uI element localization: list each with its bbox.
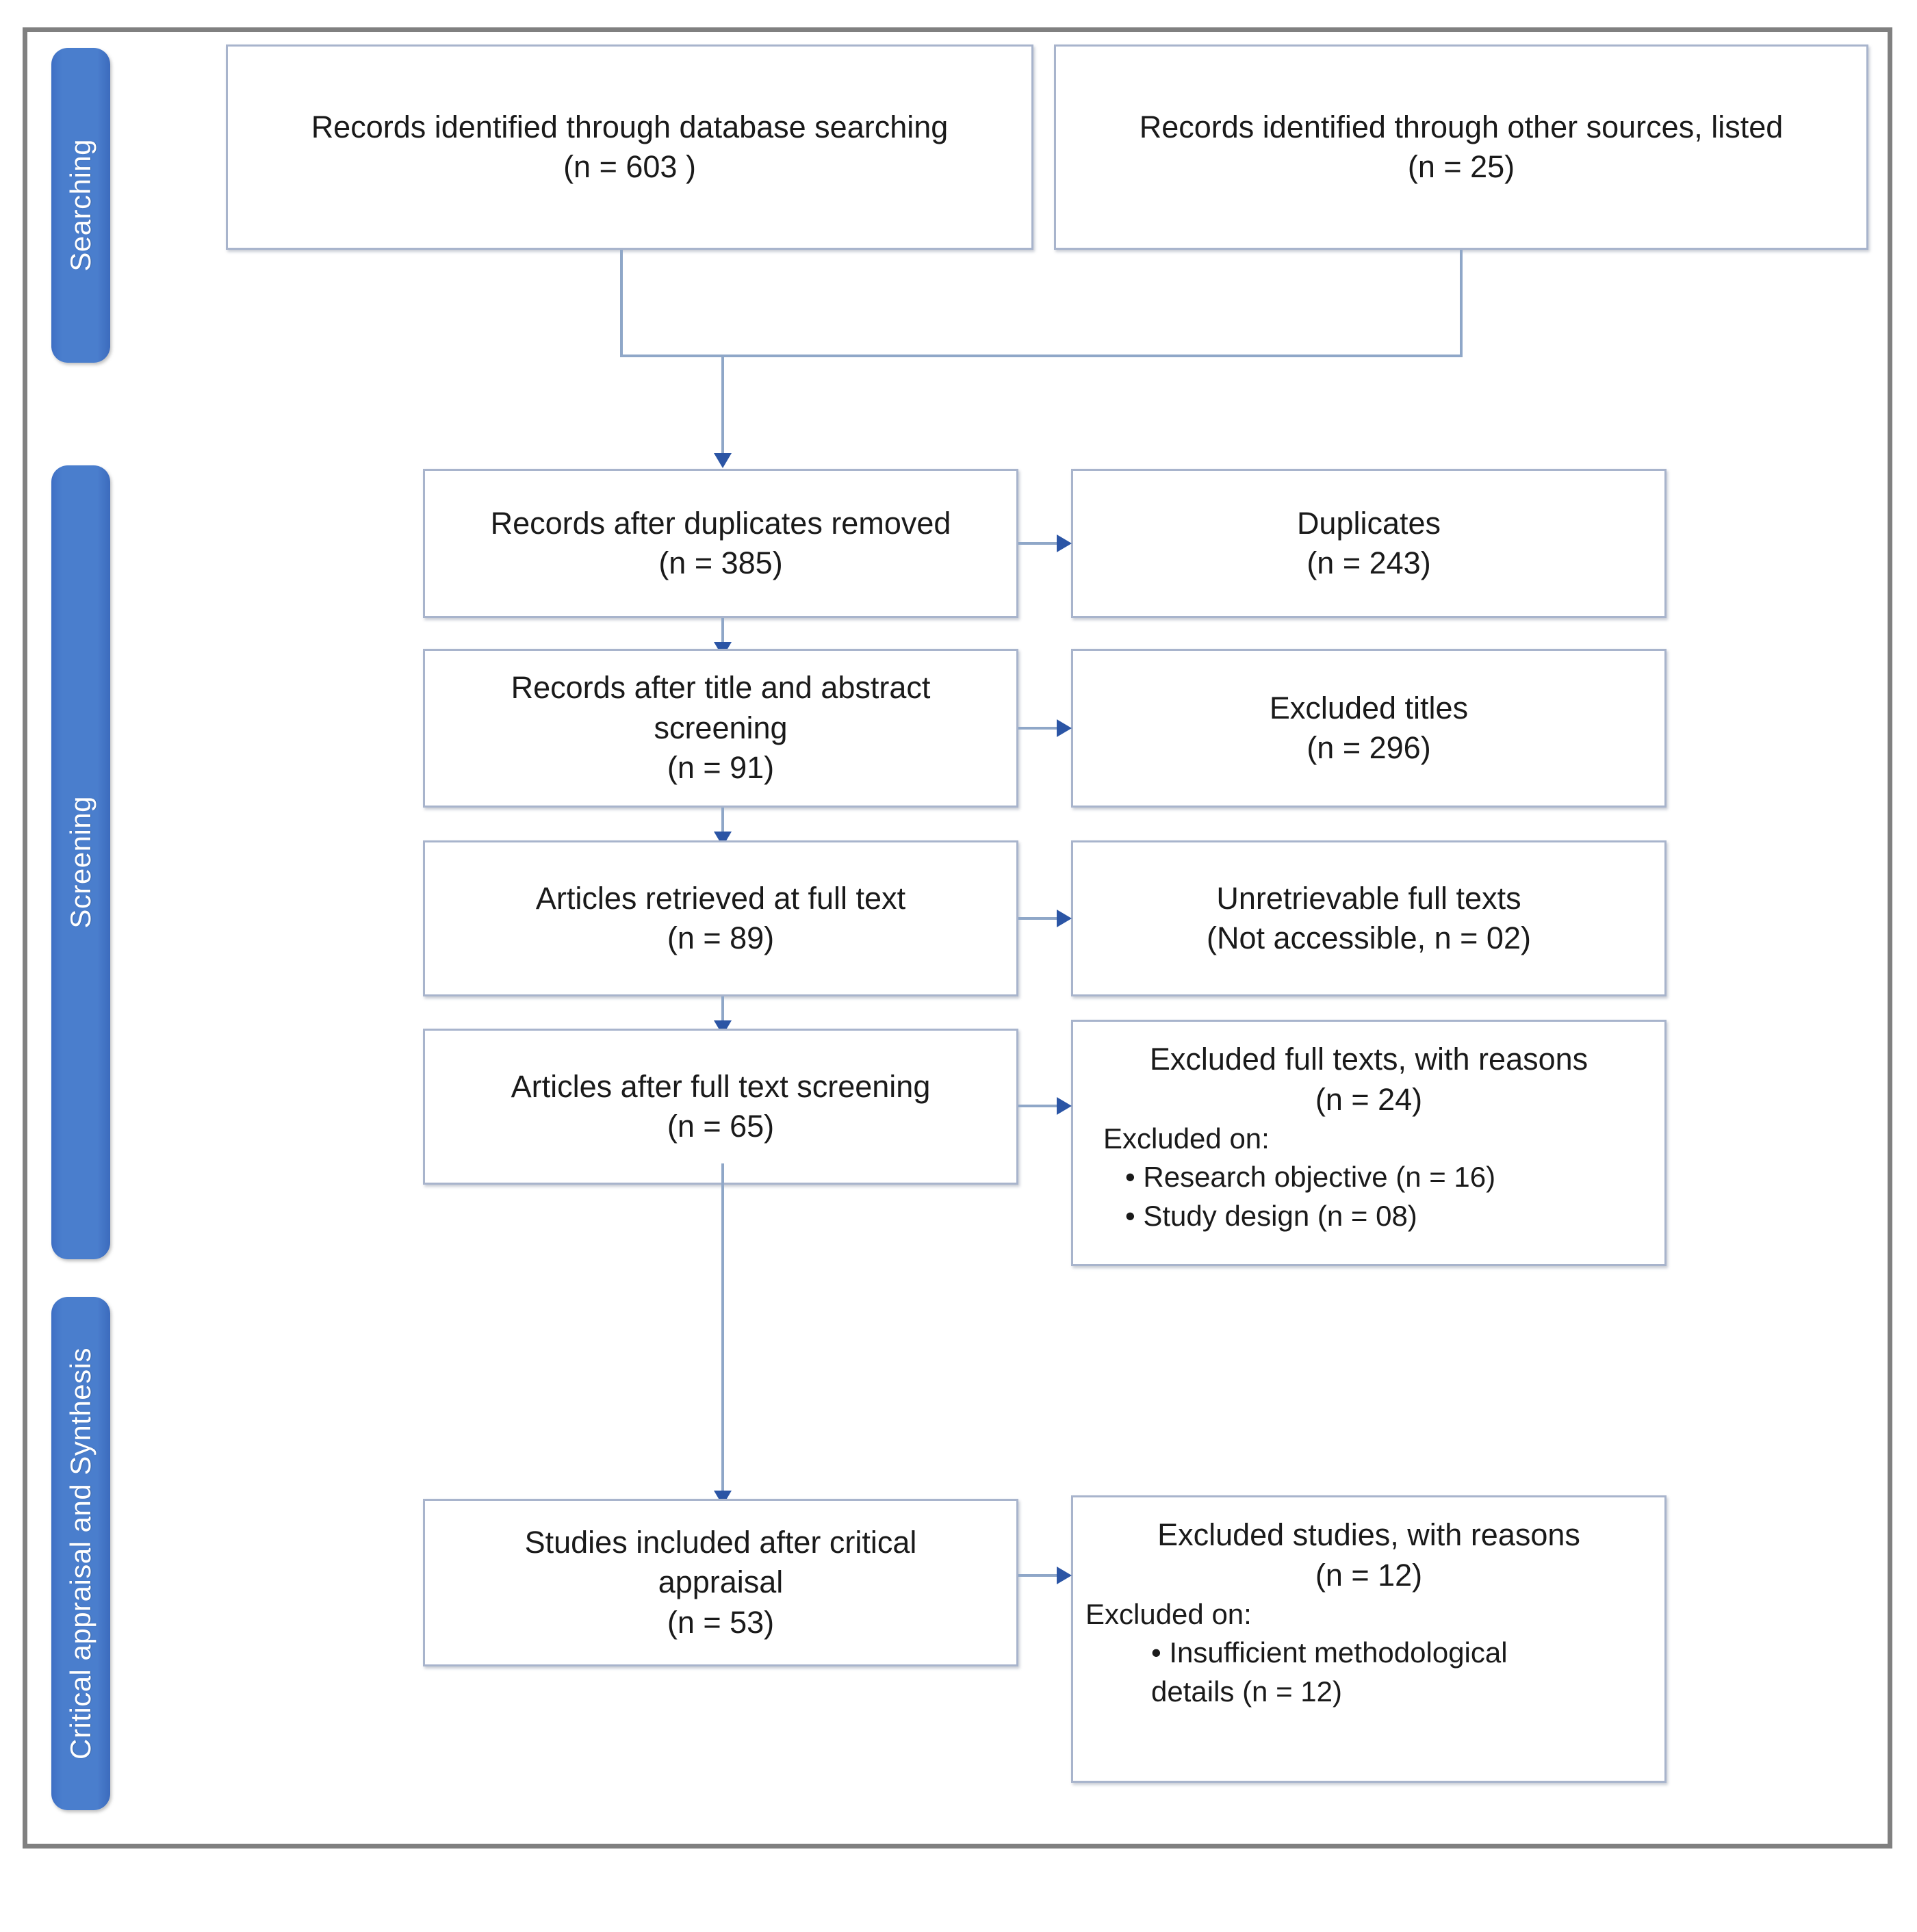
stage-bar-critical-appraisal: Critical appraisal and Synthesis [51,1297,110,1810]
stage-bar-screening: Screening [51,465,110,1259]
connector-to-excluded-full-texts [1018,1105,1065,1107]
box-articles-retrieved-full-text: Articles retrieved at full text (n = 89) [423,840,1018,996]
box-line-count: (n = 12) [1315,1557,1423,1593]
arrow-right-icon-to-excluded-titles [1057,719,1072,737]
box-line-title: Records after duplicates removed [490,505,951,541]
connector-db-down [620,250,623,356]
box-line-title: Duplicates [1296,505,1441,541]
connector-full-text-down [721,996,724,1025]
box-duplicates: Duplicates (n = 243) [1071,469,1667,618]
box-line-title: Records identified through other sources… [1139,109,1784,144]
arrow-right-icon-to-unretrievable [1057,910,1072,927]
connector-title-abstract-down [721,808,724,836]
box-line-reason-2: • Study design (n = 08) [1125,1199,1417,1232]
box-line-title: Excluded full texts, with reasons [1149,1042,1588,1077]
connector-to-included-studies [721,1163,724,1495]
arrow-right-icon-to-excluded-studies [1057,1567,1072,1584]
box-line-title: Excluded studies, with reasons [1157,1517,1580,1552]
arrow-right-icon-to-excluded-full-texts [1057,1097,1072,1115]
box-excluded-titles: Excluded titles (n = 296) [1071,649,1667,808]
box-line-title: Articles after full text screening [511,1068,931,1104]
box-line-excluded-on: Excluded on: [1085,1598,1252,1630]
connector-to-unretrievable [1018,917,1065,920]
box-records-identified-other: Records identified through other sources… [1054,44,1868,250]
arrow-right-icon-to-duplicates [1057,534,1072,552]
box-line-title-2: appraisal [658,1564,784,1600]
box-studies-included-after-critical-appraisal: Studies included after critical appraisa… [423,1499,1018,1666]
connector-to-duplicates [1018,542,1065,545]
box-line-title: Records identified through database sear… [311,109,949,144]
arrow-down-icon-to-duplicates-removed [714,453,732,468]
box-line-reason-1: • Research objective (n = 16) [1125,1161,1496,1194]
box-line-title: Articles retrieved at full text [535,880,906,916]
box-line-count: (n = 65) [667,1109,775,1144]
box-line-count: (n = 25) [1407,149,1515,184]
connector-other-down [1460,250,1463,356]
box-records-identified-database: Records identified through database sear… [226,44,1033,250]
stage-label-screening: Screening [64,796,97,929]
box-line-count: (Not accessible, n = 02) [1207,920,1531,955]
box-line-title: Excluded titles [1269,690,1469,725]
connector-to-excluded-titles [1018,727,1065,730]
stage-label-critical-appraisal: Critical appraisal and Synthesis [64,1348,97,1760]
connector-merge-down [721,355,724,457]
box-line-count: (n = 296) [1307,730,1431,765]
box-line-count: (n = 89) [667,920,775,955]
stage-bar-searching: Searching [51,48,110,363]
connector-duplicates-down [721,618,724,647]
box-line-count: (n = 603 ) [563,149,696,184]
box-line-title: Records after title and abstract [511,670,931,706]
box-excluded-full-texts: Excluded full texts, with reasons (n = 2… [1071,1020,1667,1266]
box-line-count: (n = 385) [658,545,783,580]
stage-label-searching: Searching [64,139,97,272]
box-line-excluded-on: Excluded on: [1103,1122,1270,1155]
connector-merge-horizontal [620,355,1463,357]
box-line-count: (n = 243) [1307,545,1431,580]
box-line-title: Unretrievable full texts [1216,880,1521,916]
box-line-count: (n = 24) [1315,1081,1423,1117]
connector-to-excluded-studies [1018,1574,1065,1577]
box-line-count: (n = 91) [667,750,775,786]
box-records-after-title-abstract: Records after title and abstract screeni… [423,649,1018,808]
box-line-reason-1-cont: details (n = 12) [1151,1675,1342,1708]
box-line-reason-1: • Insufficient methodological [1151,1636,1508,1669]
box-unretrievable-full-texts: Unretrievable full texts (Not accessible… [1071,840,1667,996]
box-excluded-studies: Excluded studies, with reasons (n = 12) … [1071,1495,1667,1783]
box-articles-after-full-text-screening: Articles after full text screening (n = … [423,1029,1018,1185]
box-line-title-2: screening [654,710,788,745]
box-line-count: (n = 53) [667,1604,775,1640]
box-records-after-duplicates: Records after duplicates removed (n = 38… [423,469,1018,618]
box-line-title: Studies included after critical [524,1524,917,1560]
